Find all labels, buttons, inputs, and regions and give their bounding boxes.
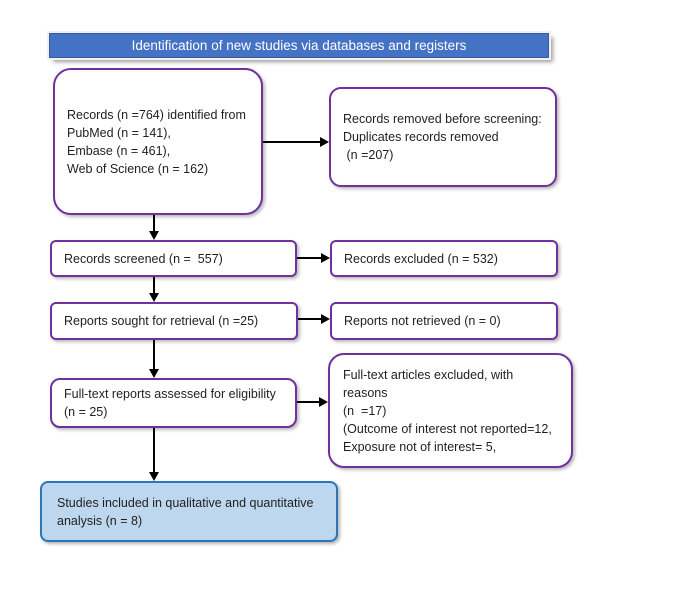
arrow-sought-to-assessed — [149, 340, 159, 378]
arrow-right-icon — [319, 397, 328, 407]
arrow-sought-to-not-retrieved — [298, 314, 330, 324]
arrow-right-icon — [321, 314, 330, 324]
box-records-removed-text: Records removed before screening: Duplic… — [343, 112, 542, 162]
arrow-line — [153, 215, 155, 233]
box-fulltext-excluded-text: Full-text articles excluded, with reason… — [343, 367, 552, 454]
box-reports-not-retrieved-text: Reports not retrieved (n = 0) — [344, 314, 501, 328]
box-reports-sought-text: Reports sought for retrieval (n =25) — [64, 314, 259, 328]
title-banner-label: Identification of new studies via databa… — [131, 38, 467, 53]
box-records-identified: Records (n =764) identified from PubMed … — [53, 68, 263, 215]
box-fulltext-assessed: Full-text reports assessed for eligibili… — [50, 378, 297, 428]
arrow-screened-to-excluded — [297, 253, 330, 263]
arrow-down-icon — [149, 293, 159, 302]
box-fulltext-excluded: Full-text articles excluded, with reason… — [328, 353, 573, 468]
arrow-line — [297, 401, 321, 403]
arrow-down-icon — [149, 231, 159, 240]
arrow-identified-to-screened — [149, 215, 159, 240]
box-records-excluded-text: Records excluded (n = 532) — [344, 251, 498, 266]
box-records-identified-text: Records (n =764) identified from PubMed … — [67, 107, 246, 176]
box-studies-included-text: Studies included in qualitative and quan… — [57, 495, 314, 528]
title-banner: Identification of new studies via databa… — [49, 33, 549, 58]
arrow-right-icon — [321, 253, 330, 263]
arrow-line — [153, 277, 155, 295]
box-reports-sought: Reports sought for retrieval (n =25) — [50, 302, 298, 340]
box-records-screened-text: Records screened (n = 557) — [64, 251, 223, 266]
arrow-identified-to-removed — [263, 137, 329, 147]
arrow-line — [153, 428, 155, 474]
arrow-line — [297, 257, 323, 259]
arrow-down-icon — [149, 472, 159, 481]
arrow-screened-to-sought — [149, 277, 159, 302]
box-records-excluded: Records excluded (n = 532) — [330, 240, 558, 277]
box-records-screened: Records screened (n = 557) — [50, 240, 297, 277]
box-reports-not-retrieved: Reports not retrieved (n = 0) — [330, 302, 558, 340]
arrow-right-icon — [320, 137, 329, 147]
box-records-removed: Records removed before screening: Duplic… — [329, 87, 557, 187]
arrow-line — [153, 340, 155, 371]
box-fulltext-assessed-text: Full-text reports assessed for eligibili… — [64, 387, 276, 419]
arrow-down-icon — [149, 369, 159, 378]
arrow-assessed-to-fulltext-excluded — [297, 397, 328, 407]
arrow-assessed-to-included — [149, 428, 159, 481]
box-studies-included: Studies included in qualitative and quan… — [40, 481, 338, 542]
arrow-line — [263, 141, 322, 143]
arrow-line — [298, 318, 323, 320]
